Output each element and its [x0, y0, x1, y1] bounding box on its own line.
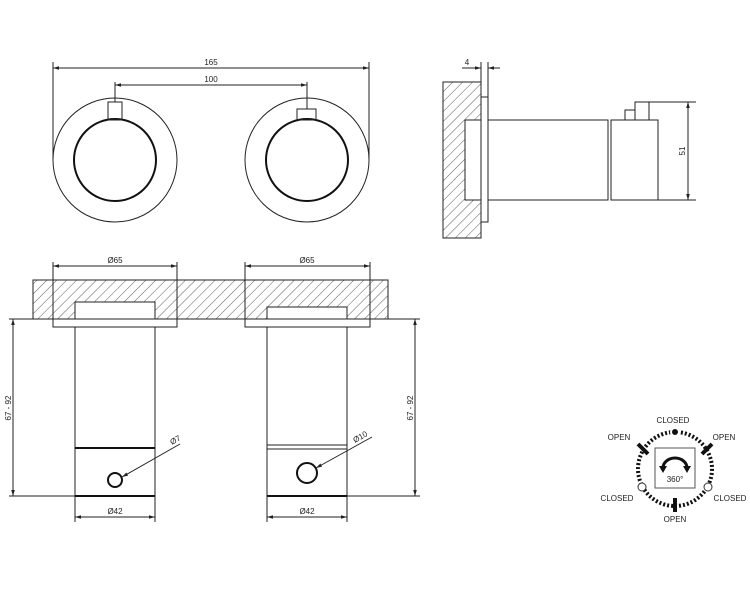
flange-diameter-left: Ø65 [107, 256, 123, 265]
section-view: Ø7 Ø10 Ø65 Ø65 Ø42 Ø42 67 - 92 67 - 92 [4, 256, 420, 522]
hole-left-label: Ø7 [169, 433, 183, 446]
dimension-51: 51 [678, 146, 687, 155]
closed-open-marker-right [703, 482, 713, 492]
right-flange [244, 318, 371, 328]
body-diameter-right: Ø42 [299, 507, 315, 516]
rotation-label: 360° [667, 475, 684, 484]
depth-right: 67 - 92 [406, 395, 415, 420]
left-knob-tab [107, 101, 123, 121]
right-recess [266, 306, 348, 320]
dimension-4: 4 [465, 58, 470, 67]
right-outlet-hole [296, 462, 318, 484]
large-tab [634, 101, 650, 121]
label-upper-left: OPEN [608, 433, 631, 442]
left-outlet-hole [107, 472, 123, 488]
left-rosette-outline [52, 97, 178, 223]
rotation-dashed-ring [636, 430, 714, 508]
open-bar-left [636, 442, 650, 456]
label-upper-right: OPEN [713, 433, 736, 442]
right-body [266, 326, 348, 497]
closed-filled-marker [670, 427, 680, 437]
rotate-arrow-icon [661, 456, 689, 469]
body [487, 119, 609, 201]
label-bottom: OPEN [664, 515, 687, 524]
small-tab [624, 109, 636, 121]
left-flange [52, 318, 178, 328]
right-knob-tab [296, 108, 317, 121]
front-view: 165 100 [52, 58, 370, 223]
depth-left: 67 - 92 [4, 395, 13, 420]
dimension-165: 165 [204, 58, 218, 67]
label-lower-left: CLOSED [601, 494, 634, 503]
right-knob-outline [265, 118, 349, 202]
open-bar-right [700, 442, 714, 456]
left-body [74, 326, 156, 497]
flange [480, 96, 489, 223]
rotation-legend: 360° CLOSED OPEN OPEN CLOSED CLOSED OPEN [601, 416, 747, 524]
wall-recess [464, 119, 482, 201]
flange-diameter-right: Ø65 [299, 256, 315, 265]
dimension-100: 100 [204, 75, 218, 84]
body-diameter-left: Ø42 [107, 507, 123, 516]
left-knob-outline [73, 118, 157, 202]
right-rosette-outline [244, 97, 370, 223]
left-recess [74, 301, 156, 320]
hole-right-label: Ø10 [352, 429, 370, 445]
label-lower-right: CLOSED [714, 494, 747, 503]
cap [610, 119, 659, 201]
closed-open-marker-left [637, 482, 647, 492]
label-top: CLOSED [657, 416, 690, 425]
side-view: 4 51 [442, 58, 696, 239]
